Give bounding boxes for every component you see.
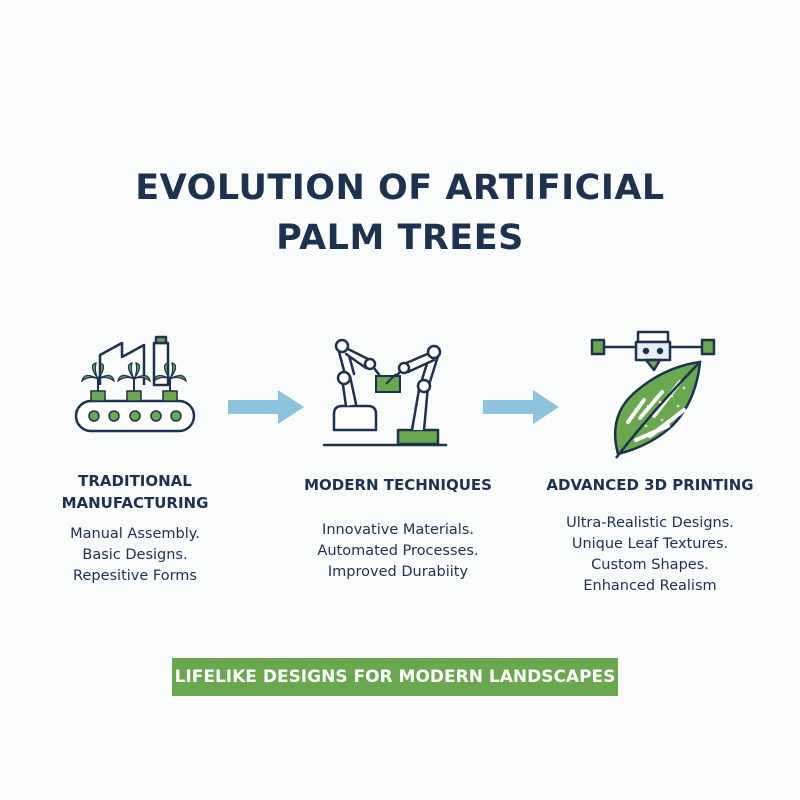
- page-title-line-1: EVOLUTION OF ARTIFICIAL: [135, 168, 665, 208]
- list-item: Improved Durabiity: [327, 564, 469, 580]
- list-item: Ultra-Realistic Designs.: [566, 515, 734, 531]
- stage-2-title-line-1: MODERN TECHNIQUES: [304, 476, 492, 494]
- list-item: Custom Shapes.: [591, 557, 709, 573]
- arrow-right-icon-2: [483, 390, 559, 424]
- robotic-arms-icon: [322, 338, 448, 447]
- stage-1-title: TRADITIONAL MANUFACTURING: [40, 470, 230, 514]
- stage-2-list: Innovative Materials. Automated Processe…: [288, 520, 508, 583]
- list-item: Unique Leaf Textures.: [571, 536, 729, 552]
- page-title: EVOLUTION OF ARTIFICIAL PALM TREES: [0, 163, 800, 263]
- stage-3-title: ADVANCED 3D PRINTING: [540, 474, 760, 496]
- list-item: Enhanced Realism: [583, 578, 717, 594]
- list-item: Automated Processes.: [317, 543, 479, 559]
- stage-3-title-line-1: ADVANCED 3D PRINTING: [546, 476, 754, 494]
- stage-1-title-line-2: MANUFACTURING: [61, 494, 209, 512]
- stage-1-title-line-1: TRADITIONAL: [78, 472, 192, 490]
- list-item: Basic Designs.: [82, 547, 188, 563]
- stage-2-title: MODERN TECHNIQUES: [288, 474, 508, 496]
- list-item: Repesitive Forms: [73, 568, 197, 584]
- factory-conveyor-icon: [74, 335, 196, 433]
- page-title-line-2: PALM TREES: [276, 218, 524, 258]
- stage-3-list: Ultra-Realistic Designs. Unique Leaf Tex…: [540, 513, 760, 597]
- tagline-banner: LIFELIKE DESIGNS FOR MODERN LANDSCAPES: [172, 658, 618, 696]
- arrow-right-icon-1: [228, 390, 304, 424]
- list-item: Manual Assembly.: [70, 526, 200, 542]
- stage-1-list: Manual Assembly. Basic Designs. Repesiti…: [40, 524, 230, 587]
- 3d-printer-leaf-icon: [590, 330, 716, 459]
- list-item: Innovative Materials.: [322, 522, 474, 538]
